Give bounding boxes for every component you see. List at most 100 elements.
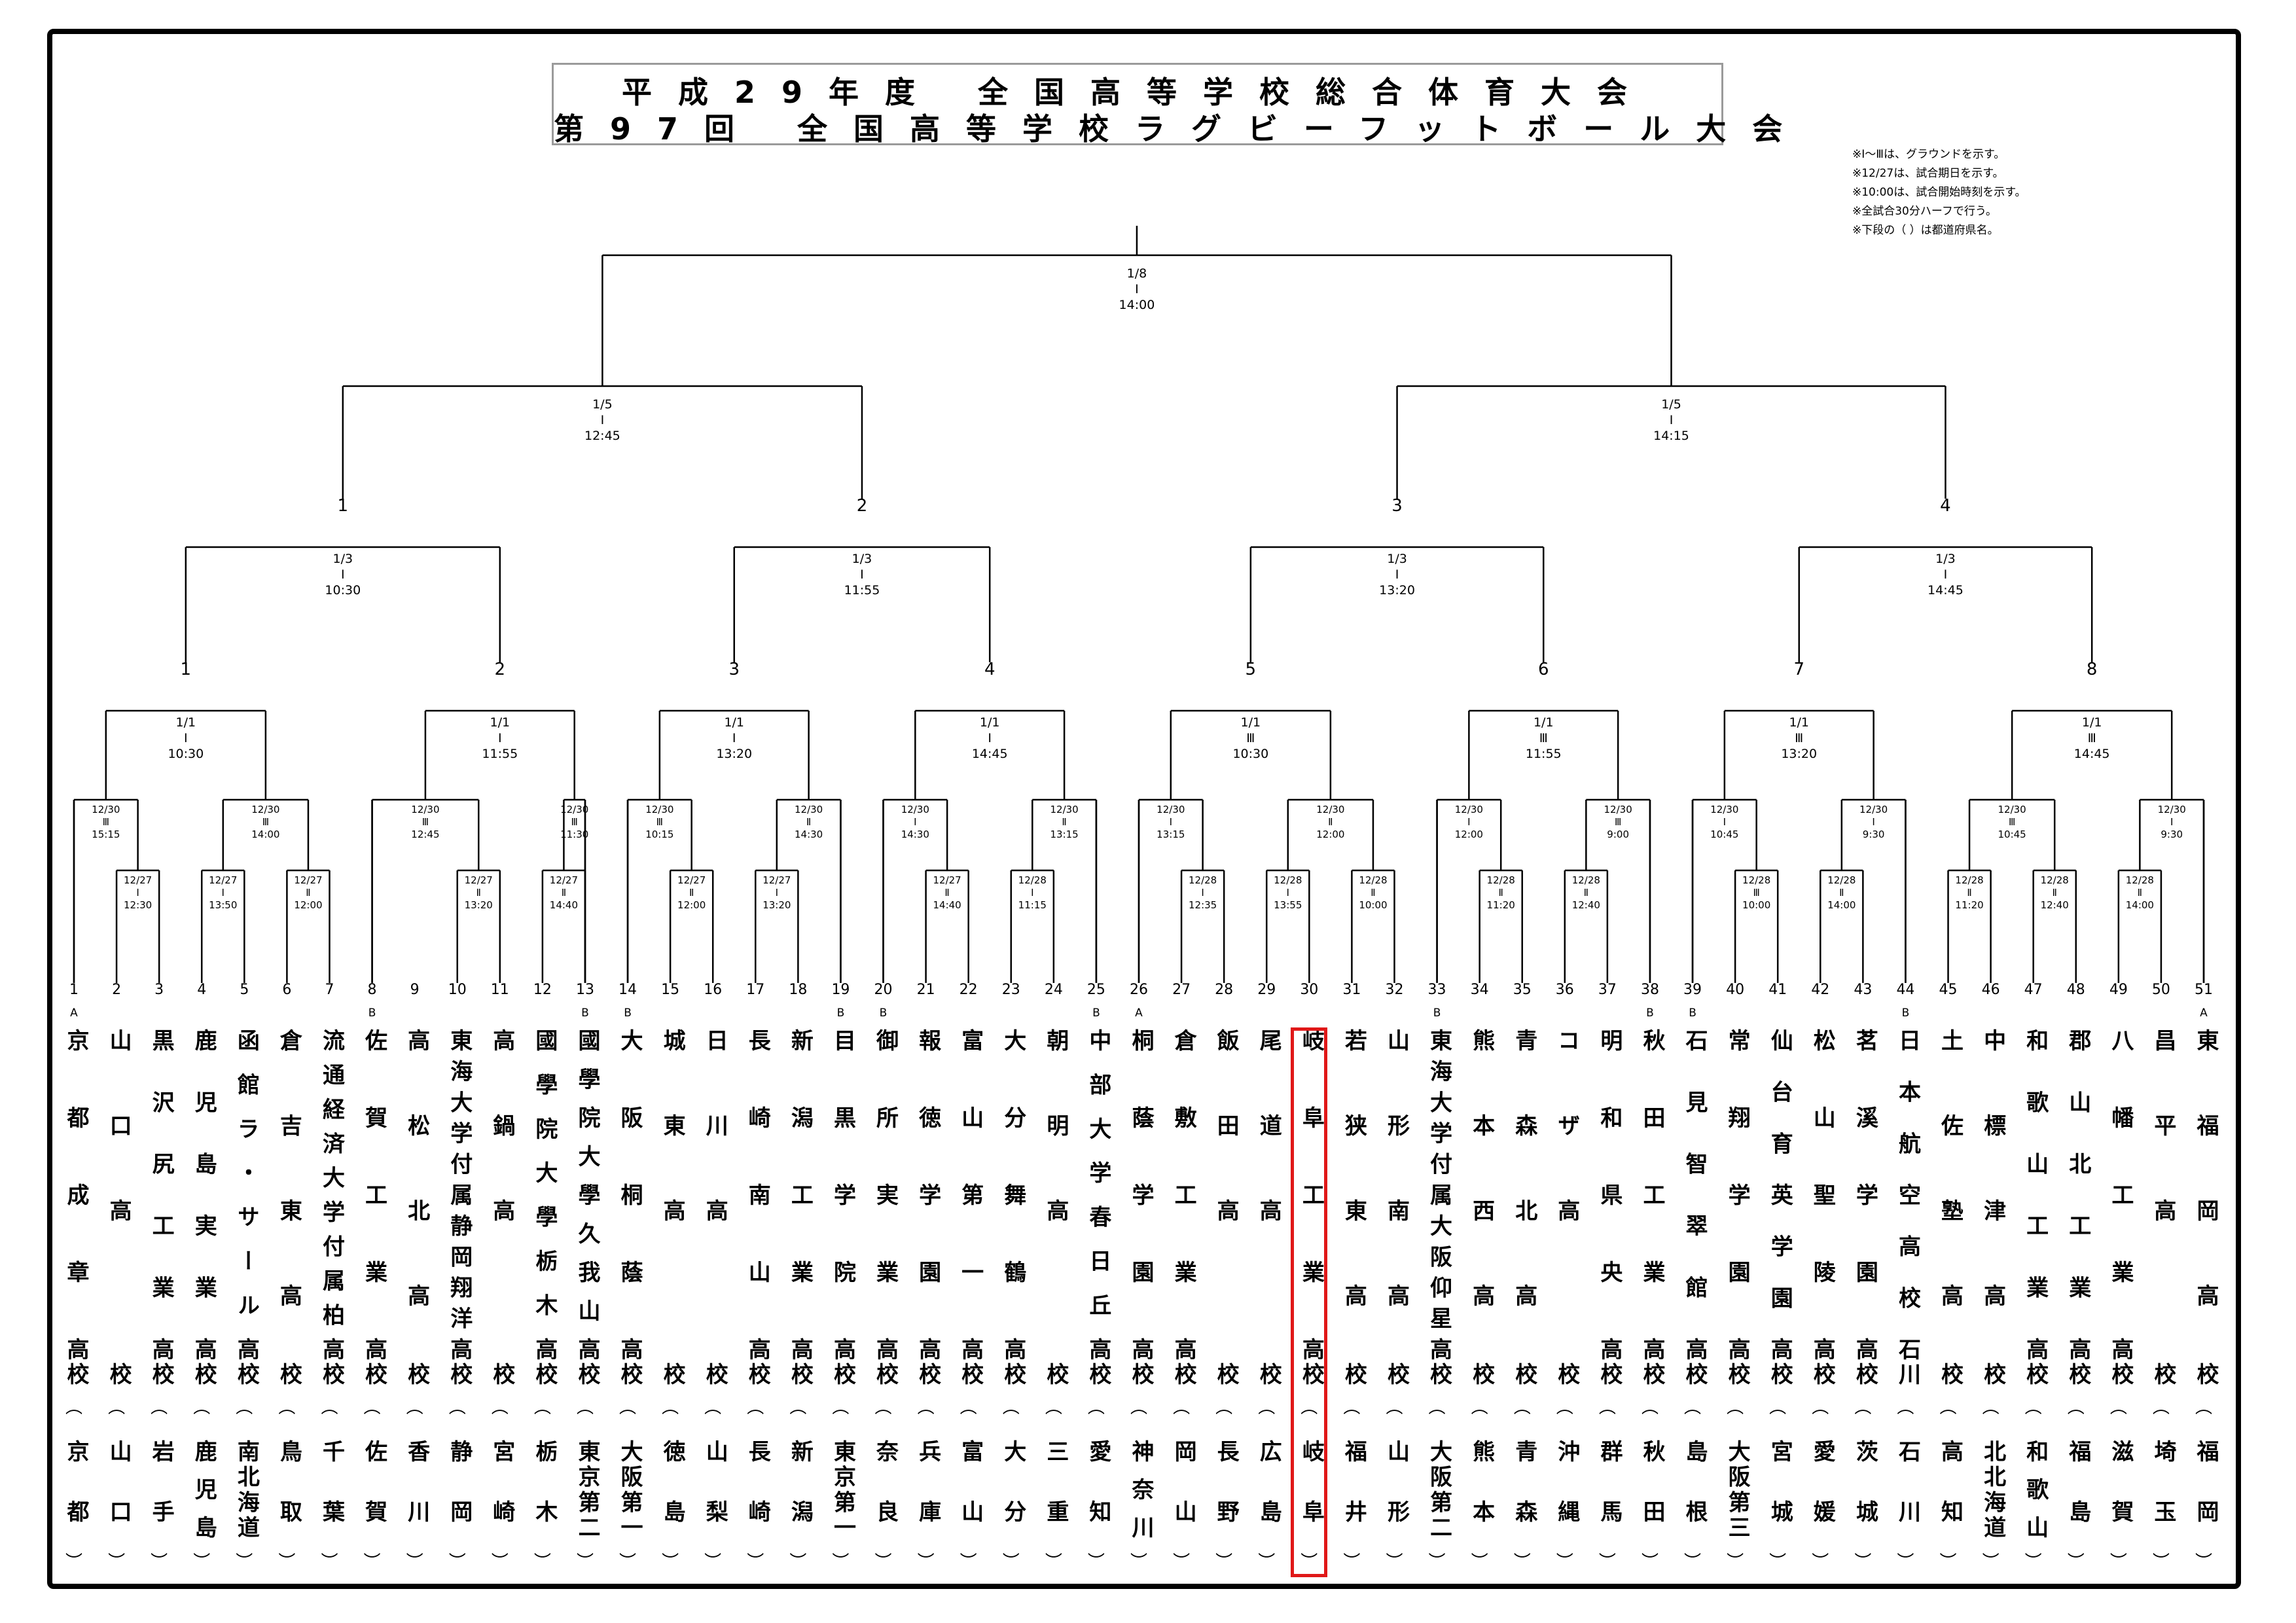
pref-paren-open: ︵ <box>108 1398 126 1418</box>
team-prefecture: 北北海道 <box>1979 1440 2006 1541</box>
match-time: 14:00 <box>1119 298 1155 312</box>
team-prefecture: 徳島 <box>659 1440 686 1560</box>
pref-paren-open: ︵ <box>874 1398 892 1418</box>
match-ground: Ⅰ <box>1669 413 1674 427</box>
team-school-name: 大阪桐蔭高 <box>617 1029 643 1415</box>
title-box: 平成29年度 全国高等学校総合体育大会 第97回 全国高等学校ラグビーフットボー… <box>552 63 1782 147</box>
pref-paren-close: ︶ <box>960 1552 977 1572</box>
team-prefecture: 山梨 <box>702 1440 728 1560</box>
team-school-name: 山口高 <box>105 1029 132 1284</box>
match-time: 14:45 <box>2073 747 2110 761</box>
team-prefecture: 島根 <box>1681 1440 1708 1560</box>
match-time: 9:30 <box>1862 829 1885 840</box>
match-date: 12/28 <box>1486 874 1515 886</box>
team-school-name: 日本航空高校石 <box>1894 1029 1921 1389</box>
team-prefecture: 鳥取 <box>276 1440 302 1560</box>
match-time: 14:00 <box>1827 899 1856 911</box>
pref-paren-open: ︵ <box>704 1398 722 1418</box>
team-prefecture: 兵庫 <box>914 1440 941 1560</box>
team-prefecture: 高知 <box>1937 1440 1964 1560</box>
team-number: 11 <box>490 982 509 998</box>
match-ground: Ⅱ <box>2052 887 2057 899</box>
team-school-suffix: 校 <box>617 1363 643 1386</box>
team-school-suffix: 校 <box>1426 1363 1452 1386</box>
match-time: 12:00 <box>1316 829 1345 840</box>
pref-paren-close: ︶ <box>576 1552 594 1572</box>
pref-paren-close: ︶ <box>1215 1552 1233 1572</box>
match-ground: Ⅱ <box>806 816 812 828</box>
team-prefecture: 山口 <box>105 1440 132 1560</box>
match-ground: Ⅲ <box>102 816 109 828</box>
note-line: ※10:00は、試合開始時刻を示す。 <box>1852 186 2026 199</box>
match-date: 1/1 <box>1533 715 1554 730</box>
match-ground: Ⅱ <box>1062 816 1067 828</box>
team-prefecture: 山形 <box>1383 1440 1410 1560</box>
team-school-suffix: 校 <box>1852 1363 1878 1386</box>
match-date: 1/3 <box>332 552 353 566</box>
pref-paren-open: ︵ <box>1173 1398 1191 1418</box>
team-school-name: 土佐塾高 <box>1937 1029 1964 1369</box>
pref-paren-open: ︵ <box>1215 1398 1233 1418</box>
match-ground: Ⅱ <box>2137 887 2143 899</box>
team-school-name: 目黒学院高 <box>829 1029 856 1415</box>
pref-paren-close: ︶ <box>448 1552 466 1572</box>
pref-paren-open: ︵ <box>960 1398 977 1418</box>
pref-paren-close: ︶ <box>2067 1552 2085 1572</box>
team-school-suffix: 校 <box>190 1363 217 1386</box>
quarterfinal-slot-number: 3 <box>1391 496 1403 516</box>
match-time: 13:15 <box>1157 829 1185 840</box>
team-number: 32 <box>1385 982 1404 998</box>
match-ground: Ⅰ <box>1031 887 1034 899</box>
match-ground: Ⅲ <box>1246 731 1255 745</box>
team-school-suffix: 校 <box>1255 1363 1282 1386</box>
team-prefecture: 香川 <box>403 1440 430 1560</box>
team-school-suffix: 校 <box>403 1363 430 1386</box>
match-date: 1/5 <box>592 397 613 412</box>
pref-paren-open: ︵ <box>1769 1398 1787 1418</box>
team-school-name: 山形南高 <box>1383 1029 1410 1369</box>
team-school-name: 流通経済大学付属柏高 <box>318 1029 345 1372</box>
team-school-suffix: 校 <box>531 1363 558 1386</box>
pref-paren-close: ︶ <box>533 1552 551 1572</box>
team-number: 37 <box>1598 982 1617 998</box>
team-number: 18 <box>789 982 808 998</box>
team-school-name: 倉敷工業高 <box>1170 1029 1197 1415</box>
match-ground: Ⅰ <box>1943 567 1948 582</box>
team-school-suffix: 校 <box>446 1363 473 1386</box>
match-ground: Ⅰ <box>497 731 502 745</box>
team-school-suffix: 校 <box>148 1363 175 1386</box>
pref-paren-open: ︵ <box>1598 1398 1616 1418</box>
team-school-name: 倉吉東高 <box>276 1029 302 1369</box>
match-date: 12/28 <box>1955 874 1984 886</box>
pref-paren-close: ︶ <box>704 1552 722 1572</box>
team-school-name: 報徳学園高 <box>914 1029 941 1415</box>
pref-paren-close: ︶ <box>1130 1552 1147 1572</box>
pref-paren-close: ︶ <box>2195 1552 2212 1572</box>
team-group-mark: B <box>1646 1007 1654 1020</box>
team-school-name: 中標津高 <box>1979 1029 2006 1369</box>
team-number: 34 <box>1470 982 1489 998</box>
team-school-name: 東海大学付属静岡翔洋高 <box>446 1029 473 1369</box>
note-line: ※12/27は、試合期日を示す。 <box>1852 167 2004 180</box>
pref-paren-close: ︶ <box>1641 1552 1659 1572</box>
team-number: 3 <box>154 982 164 998</box>
team-school-name: 八幡工業高 <box>2107 1029 2134 1415</box>
team-number: 39 <box>1683 982 1702 998</box>
pref-paren-open: ︵ <box>1897 1398 1914 1418</box>
team-number: 12 <box>533 982 552 998</box>
match-ground: Ⅲ <box>656 816 664 828</box>
round16-slot-number: 7 <box>1793 660 1804 679</box>
team-school-suffix: 校 <box>361 1363 387 1386</box>
team-prefecture: 和歌山 <box>2022 1440 2049 1554</box>
pref-paren-open: ︵ <box>193 1398 211 1418</box>
pref-paren-open: ︵ <box>789 1398 807 1418</box>
match-time: 11:20 <box>1486 899 1515 911</box>
